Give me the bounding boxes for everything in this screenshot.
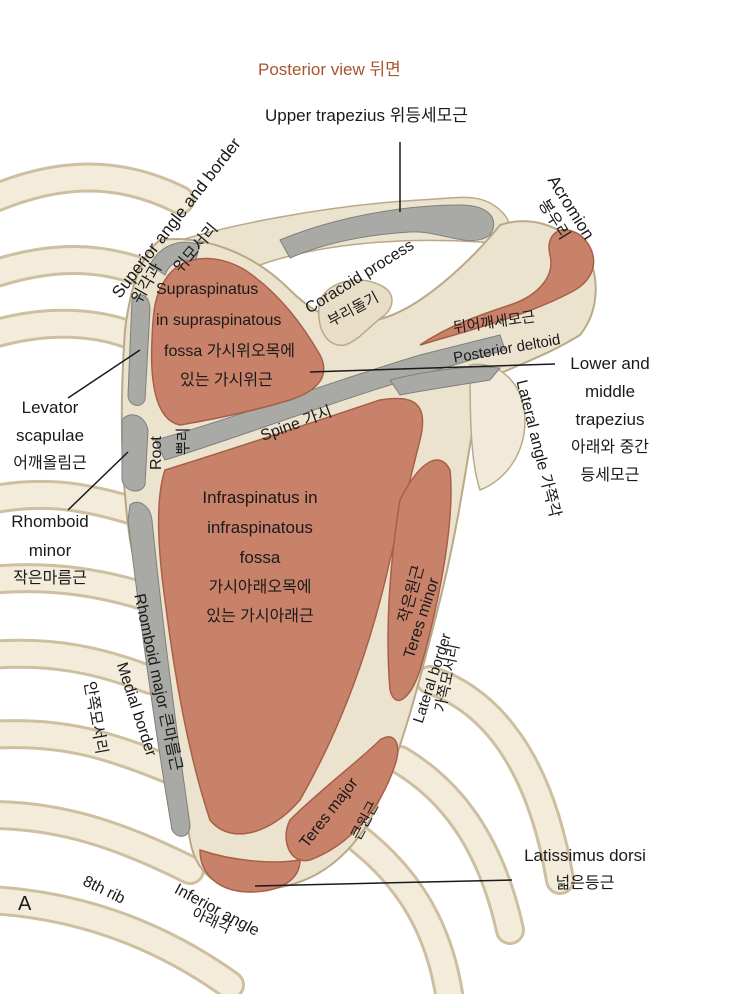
label-infraspinatus-5: 있는 가시아래근 [206,608,314,625]
muscles [150,229,595,893]
label-rhomboid-minor-1: Rhomboid [11,512,89,531]
panel-letter: A [18,893,32,915]
teres-minor-region [387,459,452,702]
posterior-deltoid-region [419,229,595,346]
diagram-title: Posterior view 뒤면 [258,60,401,79]
label-supraspinatus-2: in supraspinatous [156,312,282,329]
label-infraspinatus-2: infraspinatous [207,518,313,537]
label-supraspinatus-1: Supraspinatus [156,281,259,298]
leader-lines [67,142,556,887]
label-levator-3: 어깨올림근 [13,455,87,472]
attachment-bands [121,204,506,837]
label-upper-trapezius: Upper trapezius 위등세모근 [265,106,468,125]
label-latissimus-2: 넓은등근 [555,875,615,892]
label-supraspinatus-4: 있는 가시위근 [180,372,273,389]
label-lower-trap-4: 아래와 중간 [570,439,650,456]
label-rhomboid-minor-3: 작은마름근 [13,570,87,587]
label-root: Root [148,436,165,470]
label-lower-trap-3: trapezius [575,410,645,429]
label-lower-trap-5: 등세모근 [580,467,640,484]
label-root-ko: 뿌리 [175,427,192,455]
label-infraspinatus-1: Infraspinatus in [202,488,318,507]
ribs [0,162,575,994]
label-lower-trap-1: Lower and [570,354,650,373]
label-lower-trap-2: middle [584,382,636,401]
label-rhomboid-minor-2: minor [28,541,72,560]
label-levator-1: Levator [21,398,79,417]
label-supraspinatus-3: fossa 가시위오목에 [164,343,296,360]
teres-major-region [285,736,399,862]
coracoid-process [318,279,393,346]
supraspinatus-region [150,257,325,426]
glenoid [469,363,526,491]
latissimus-region [199,848,301,893]
infraspinatus-region [157,397,424,835]
label-latissimus-1: Latissimus dorsi [524,846,646,865]
label-levator-2: scapulae [15,426,85,445]
label-infraspinatus-3: fossa [239,548,281,567]
label-infraspinatus-4: 가시아래오목에 [208,579,312,596]
